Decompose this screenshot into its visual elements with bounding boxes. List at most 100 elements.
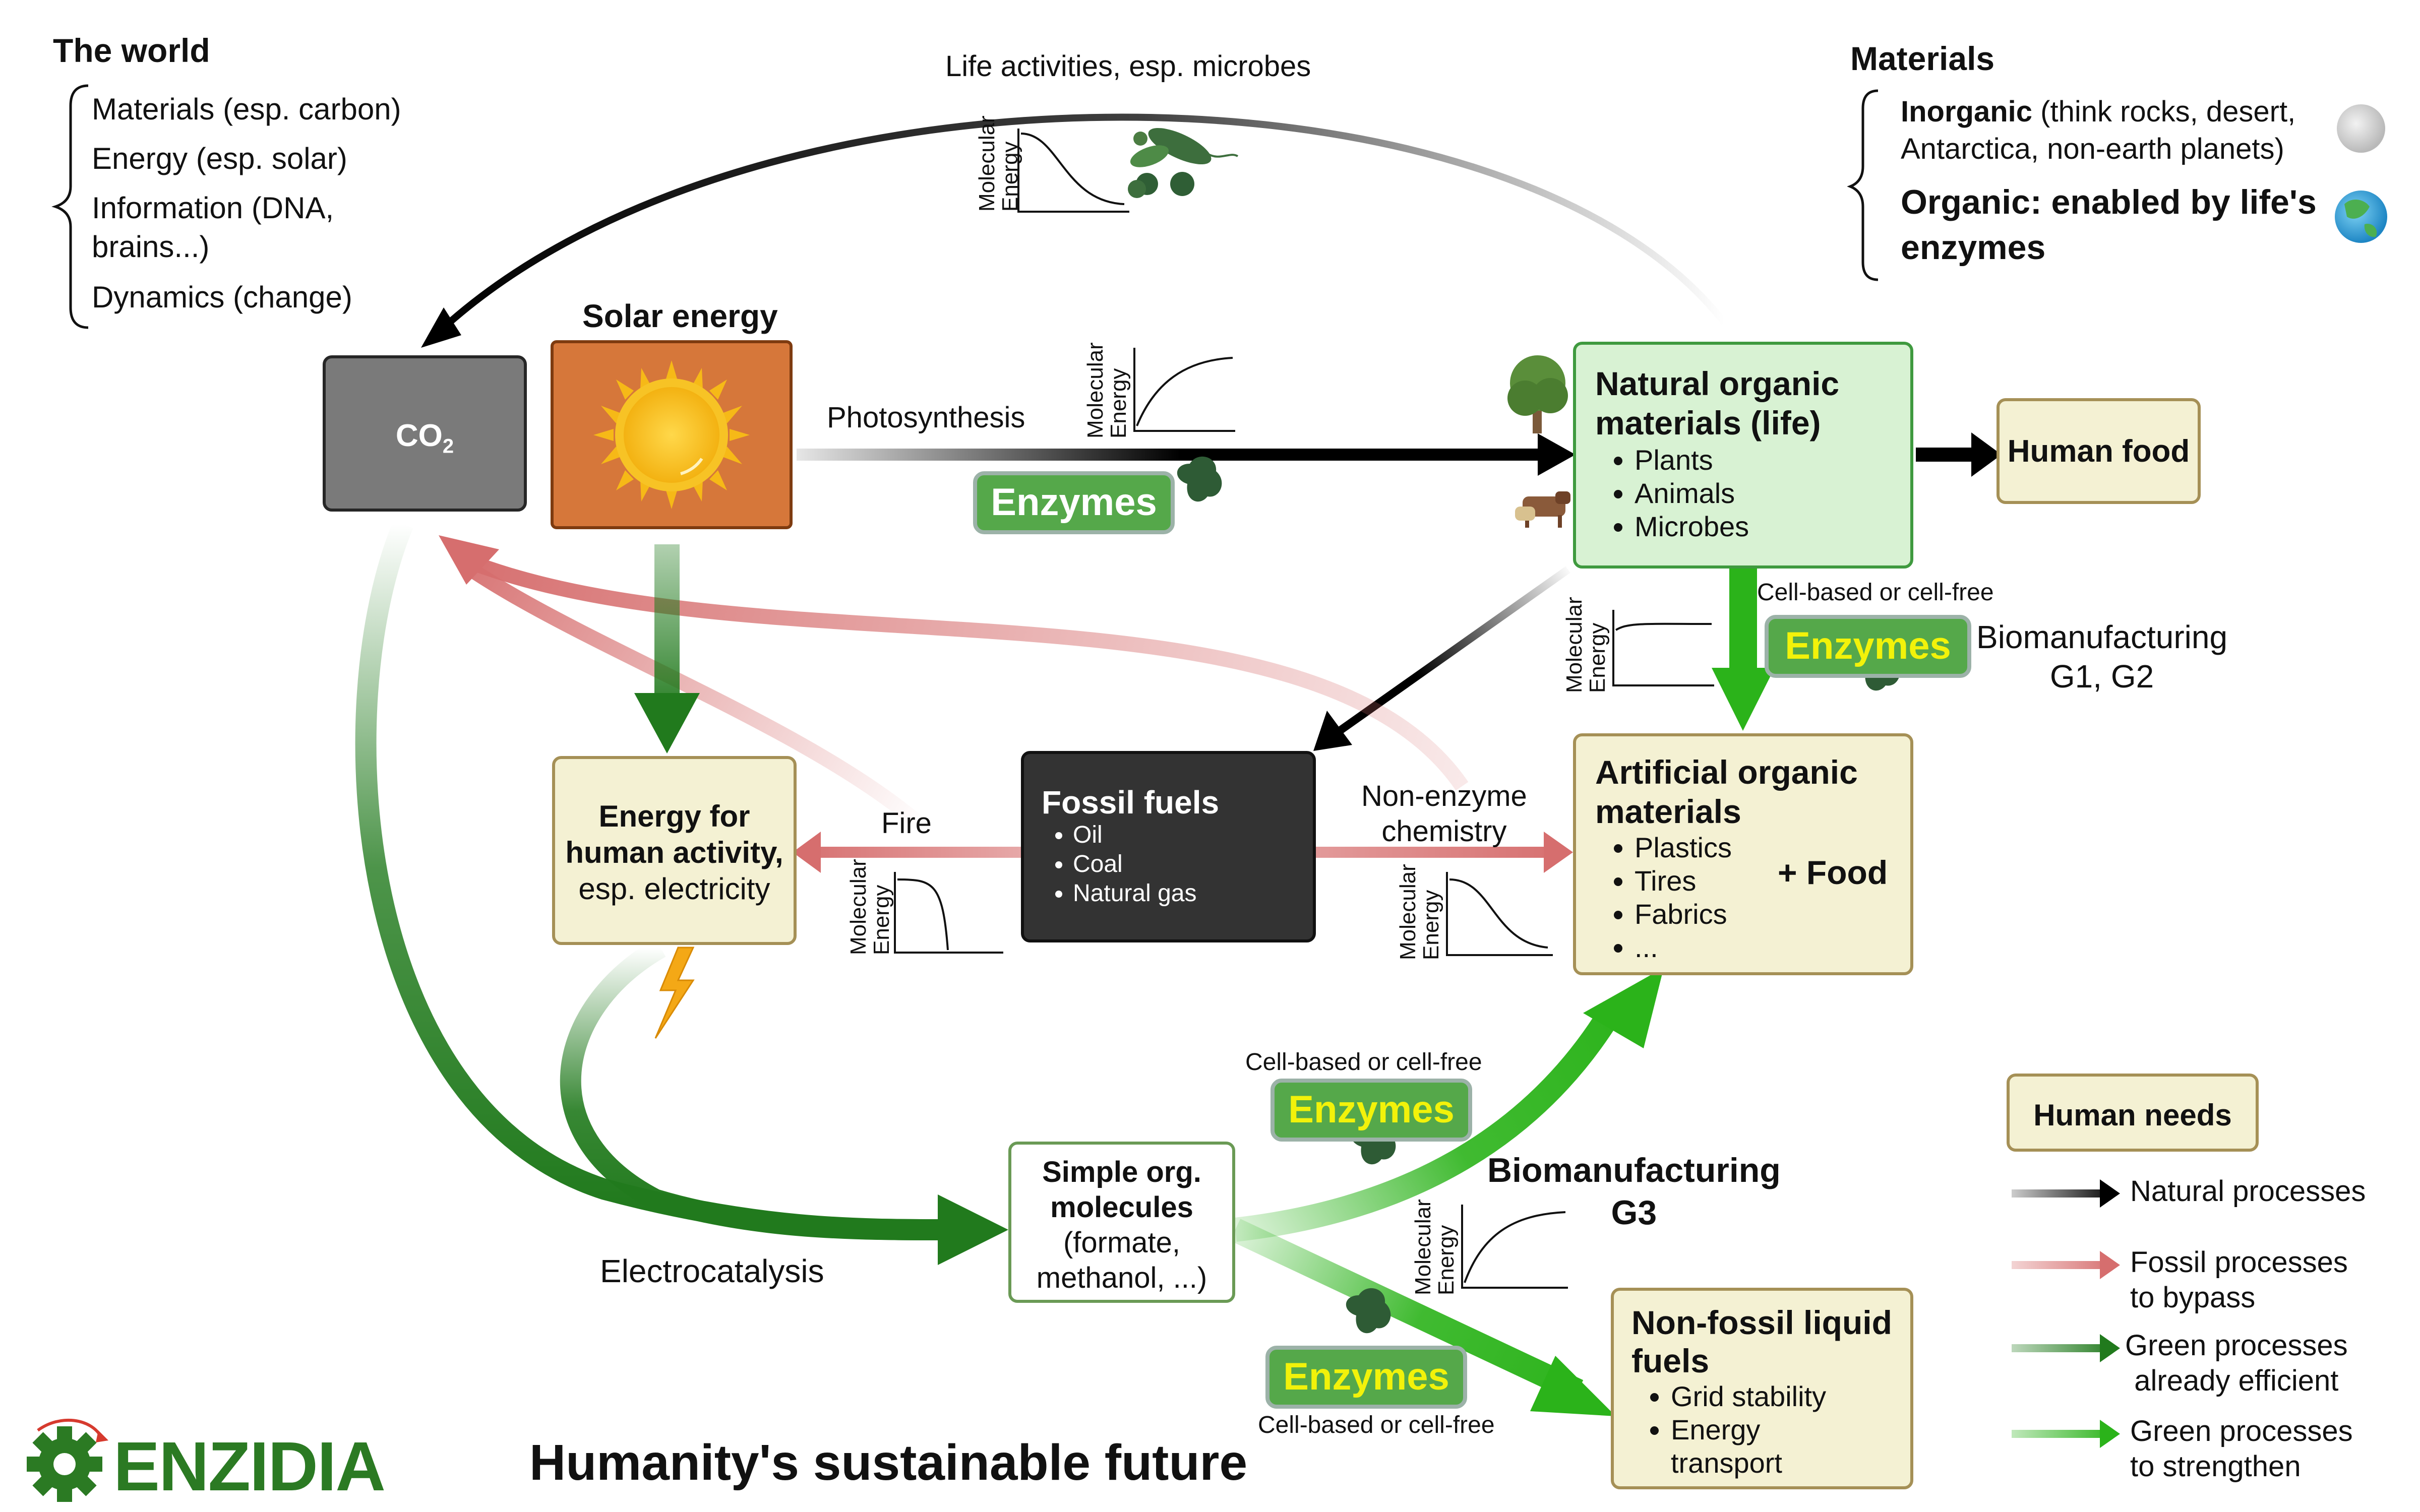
biomanufacturing-g1-line2: G1, G2 — [2049, 658, 2154, 695]
enzymes-pill-g1: Enzymes — [1765, 615, 1971, 678]
non-enzyme-arrow — [1316, 847, 1548, 858]
fossil-to-co2-arrow-1 — [459, 558, 928, 833]
solar-to-energy-arrowhead — [634, 693, 700, 753]
list-item: Coal — [1073, 850, 1313, 879]
simple-line3: (formate, — [1063, 1226, 1181, 1259]
energy-human-box: Energy for human activity, esp. electric… — [552, 756, 797, 945]
moon-icon — [2337, 104, 2385, 153]
natural-organic-box: Natural organic materials (life) Plants … — [1573, 342, 1913, 569]
diagram-title: Humanity's sustainable future — [529, 1434, 1248, 1491]
non-enzyme-label: Non-enzyme chemistry — [1361, 779, 1527, 849]
fire-label: Fire — [881, 807, 932, 840]
energy-graph-g3 — [1461, 1205, 1568, 1289]
list-item: Natural gas — [1073, 879, 1313, 908]
list-item: Animals — [1635, 477, 1910, 510]
life-activities-label: Life activities, esp. microbes — [945, 50, 1311, 83]
nonfossil-title-line1: Non-fossil liquid — [1631, 1304, 1892, 1341]
energy-graph-life — [1017, 129, 1129, 213]
natural-title-line1: Natural organic — [1595, 365, 1840, 402]
inorganic-desc: (think rocks, desert, — [2032, 95, 2296, 128]
enzyme-icon — [1177, 456, 1222, 502]
world-item: Information (DNA, — [92, 191, 334, 225]
materials-organic-line1: Organic: enabled by life's — [1901, 183, 2317, 221]
biomanufacturing-g1-label: Biomanufacturing G1, G2 — [1976, 617, 2227, 696]
human-food-box: Human food — [1996, 398, 2201, 504]
legend-green-str-arrow — [2012, 1430, 2102, 1438]
world-item: Materials (esp. carbon) — [92, 92, 401, 126]
nonfossil-title-line2: fuels — [1631, 1342, 1710, 1379]
energy-line3: esp. electricity — [578, 872, 770, 906]
enzyme-icon — [1346, 1288, 1391, 1334]
biomanufacturing-g3-label: Biomanufacturing G3 — [1487, 1149, 1781, 1234]
sun-icon — [593, 360, 750, 509]
energy-graph-fire — [894, 872, 1003, 954]
legend-natural-label: Natural processes — [2130, 1175, 2366, 1208]
human-needs-box: Human needs — [2007, 1074, 2259, 1152]
simple-to-fuels-arrow — [1230, 1219, 1584, 1402]
simple-to-artificial-arrow — [1234, 1001, 1624, 1242]
electrocatalysis-arrowhead — [938, 1194, 1008, 1265]
enzymes-pill-g3-bottom: Enzymes — [1265, 1346, 1467, 1409]
artificial-title-line1: Artificial organic — [1595, 753, 1858, 791]
energy-to-simple-arrow — [560, 938, 948, 1240]
materials-title: Materials — [1850, 40, 1995, 77]
energy-line1: Energy for — [598, 799, 750, 833]
world-item: Dynamics (change) — [92, 280, 352, 314]
list-item: Tires — [1635, 864, 1910, 898]
human-food-label: Human food — [2007, 434, 2190, 469]
cell-based-label-1: Cell-based or cell-free — [1757, 579, 1994, 606]
life-activities-arrowhead — [421, 307, 461, 348]
legend-green-eff-arrowhead — [2100, 1334, 2120, 1362]
non-enzyme-arrowhead — [1544, 832, 1573, 873]
energy-graph-photosynthesis — [1133, 348, 1235, 432]
non-fossil-fuels-box: Non-fossil liquid fuels Grid stability E… — [1611, 1288, 1913, 1489]
fire-arrowhead — [793, 832, 821, 873]
legend-green-eff-arrow — [2012, 1344, 2102, 1352]
list-item: Plastics — [1635, 831, 1910, 864]
natural-list: Plants Animals Microbes — [1595, 444, 1910, 543]
fossil-title: Fossil fuels — [1042, 784, 1220, 821]
biomanufacturing-g3-line1: Biomanufacturing — [1487, 1151, 1781, 1189]
fire-arrow — [817, 847, 1023, 858]
materials-brace — [1847, 89, 1879, 281]
microbes-icon — [1128, 128, 1239, 198]
list-item: Microbes — [1635, 510, 1910, 543]
co2-box: CO2 — [323, 355, 527, 512]
non-enzyme-line2: chemistry — [1381, 815, 1507, 848]
co2-label: CO2 — [395, 418, 454, 458]
list-item: ... — [1635, 931, 1910, 964]
food-arrowhead — [1971, 432, 2002, 477]
materials-inorganic: Inorganic (think rocks, desert, — [1901, 95, 2295, 129]
fossil-to-co2-arrow-2 — [461, 552, 1469, 791]
solar-energy-title: Solar energy — [582, 298, 778, 334]
fossil-to-co2-arrowhead — [439, 535, 499, 585]
biomanufacturing-g1-line1: Biomanufacturing — [1976, 619, 2228, 655]
solar-box — [551, 340, 793, 529]
brand-logo-text: ENZIDIA — [113, 1428, 386, 1505]
world-brace — [51, 84, 89, 329]
energy-graph-biomanufacturing-g1 — [1612, 610, 1714, 686]
simple-line4: methanol, ...) — [1036, 1262, 1207, 1294]
biomanufacturing-g3-line2: G3 — [1611, 1193, 1657, 1232]
enzymes-pill-photosynthesis: Enzymes — [973, 471, 1175, 534]
cow-icon — [1515, 491, 1570, 528]
artificial-organic-box: Artificial organic materials Plastics Ti… — [1573, 733, 1913, 975]
photosynthesis-arrowhead — [1538, 433, 1576, 476]
materials-inorganic-line2: Antarctica, non-earth planets) — [1901, 133, 2284, 165]
simple-to-fuels-arrowhead — [1530, 1356, 1616, 1416]
list-item: Grid stability — [1671, 1380, 1910, 1413]
photosynthesis-arrow — [797, 449, 1543, 461]
artificial-title-line2: materials — [1595, 793, 1741, 830]
enzymes-pill-g3-top: Enzymes — [1270, 1079, 1472, 1142]
fossil-list: Oil Coal Natural gas — [1042, 821, 1313, 908]
legend-fossil-arrow — [2012, 1261, 2102, 1269]
